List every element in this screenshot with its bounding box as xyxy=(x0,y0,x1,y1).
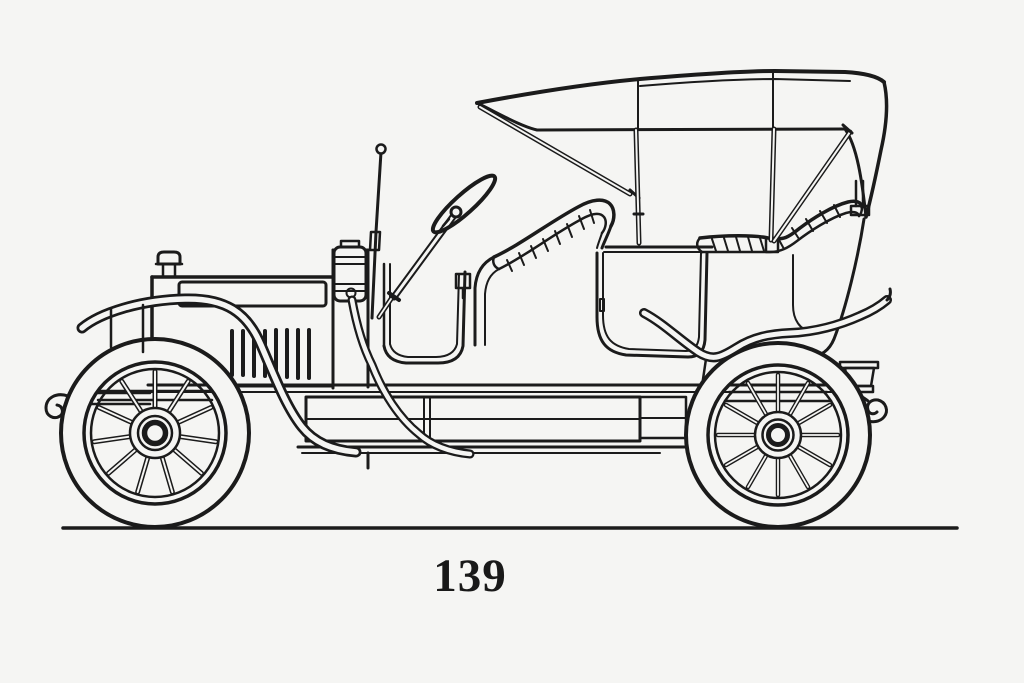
hand-lever xyxy=(368,143,387,320)
rear-fender xyxy=(639,287,892,363)
front-seat xyxy=(473,198,616,347)
front-wheel xyxy=(59,337,251,529)
front-fender xyxy=(76,293,362,458)
rear-wheel xyxy=(684,341,872,529)
canopy-bows xyxy=(477,104,854,246)
rear-seat xyxy=(696,179,871,254)
hood xyxy=(150,248,335,390)
steering xyxy=(376,173,498,320)
front-seat-tufting xyxy=(506,209,595,272)
steering-hub xyxy=(449,205,463,219)
rear-door-panel xyxy=(595,251,709,359)
cowl-lamp xyxy=(332,239,368,303)
rear-spokes xyxy=(715,372,841,498)
rear-seat-tufting xyxy=(711,204,841,252)
front-spokes xyxy=(91,369,219,495)
lever-knob xyxy=(375,143,387,155)
steering-wheel xyxy=(430,173,498,235)
door-handle xyxy=(599,298,605,312)
lever-grip xyxy=(368,230,382,252)
fender-stays xyxy=(109,303,145,354)
cowl-pipe xyxy=(347,295,475,459)
canopy-top xyxy=(475,69,889,246)
radiator-cap xyxy=(154,250,184,279)
figure-number: 139 xyxy=(433,550,507,602)
rear-rim xyxy=(713,370,843,500)
